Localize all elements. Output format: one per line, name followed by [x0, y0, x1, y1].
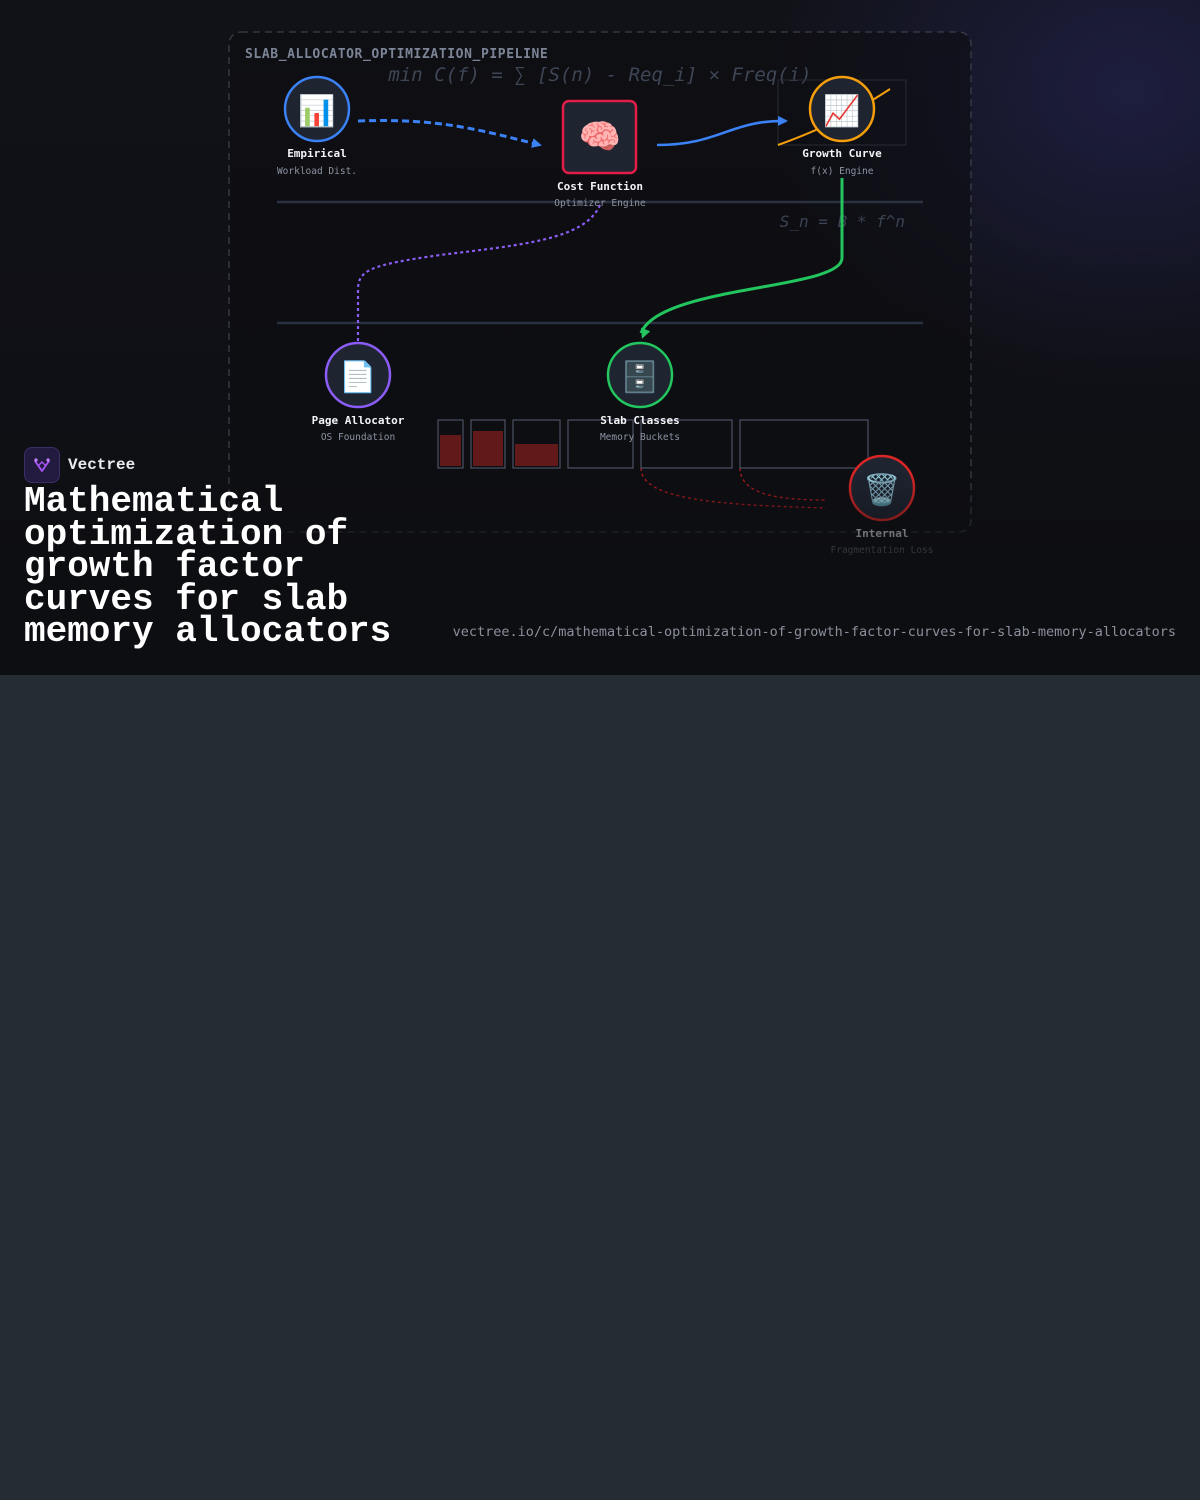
node-growth-curve: 📈 Growth Curve f(x) Engine [802, 75, 882, 177]
brain-icon: 🧠 [579, 117, 621, 157]
file-cabinet-icon: 🗄️ [621, 359, 658, 395]
node-page-circle [324, 341, 392, 409]
node-slab-label: Slab Classes [600, 414, 679, 427]
bucket-2 [470, 419, 506, 469]
node-growth-sub: f(x) Engine [811, 166, 874, 177]
node-empirical-label: Empirical [287, 147, 347, 160]
document-icon: 📄 [339, 359, 376, 395]
memory-buckets [437, 419, 869, 469]
bar-chart-icon: 📊 [298, 93, 335, 129]
page-title: Mathematical optimization of growth fact… [24, 481, 392, 652]
node-empirical-sub: Workload Dist. [277, 166, 357, 177]
bucket-3 [512, 419, 561, 469]
edge-empirical-to-cost [357, 119, 542, 148]
article-url[interactable]: vectree.io/c/mathematical-optimization-o… [452, 624, 1176, 640]
bucket-1-fill [440, 435, 461, 466]
bucket-1 [437, 419, 464, 469]
node-page-allocator: 📄 Page Allocator OS Foundation [312, 341, 405, 443]
node-empirical-circle [283, 75, 351, 143]
bucket-2-fill [473, 431, 503, 466]
node-cost-label: Cost Function [557, 180, 643, 193]
pipeline-title: SLAB_ALLOCATOR_OPTIMIZATION_PIPELINE [245, 47, 548, 62]
chart-increasing-icon: 📈 [823, 93, 860, 129]
node-cost-sub: Optimizer Engine [554, 198, 646, 209]
node-slab-classes: 🗄️ Slab Classes Memory Buckets [600, 341, 680, 443]
node-growth-circle [808, 75, 876, 143]
social-card: SLAB_ALLOCATOR_OPTIMIZATION_PIPELINE min… [0, 0, 1200, 675]
cost-formula: min C(f) = ∑ [S(n) - Req_i] × Freq(i) [387, 64, 811, 86]
edge-growth-to-slab [639, 178, 844, 339]
bucket-5 [640, 419, 733, 469]
bucket-6 [739, 419, 869, 469]
bucket-3-fill [515, 444, 558, 466]
node-frag-sub: Fragmentation Loss [831, 545, 934, 556]
pipeline-diagram: SLAB_ALLOCATOR_OPTIMIZATION_PIPELINE min… [228, 31, 972, 556]
brand-name: Vectree [68, 456, 136, 474]
node-frag-label: Internal [856, 527, 909, 540]
node-page-label: Page Allocator [312, 414, 405, 427]
node-growth-label: Growth Curve [802, 147, 882, 160]
node-page-sub: OS Foundation [321, 432, 395, 443]
bucket-4 [567, 419, 634, 469]
node-empirical: 📊 Empirical Workload Dist. [277, 75, 357, 177]
vectree-logo-icon [24, 447, 60, 483]
node-slab-circle [606, 341, 674, 409]
wastebasket-icon: 🗑️ [863, 472, 900, 508]
edge-cost-to-growth [656, 115, 788, 147]
node-cost-function: 🧠 Cost Function Optimizer Engine [554, 99, 646, 209]
node-cost-box [561, 99, 638, 175]
brand[interactable]: Vectree [24, 447, 135, 483]
node-slab-sub: Memory Buckets [600, 432, 680, 443]
